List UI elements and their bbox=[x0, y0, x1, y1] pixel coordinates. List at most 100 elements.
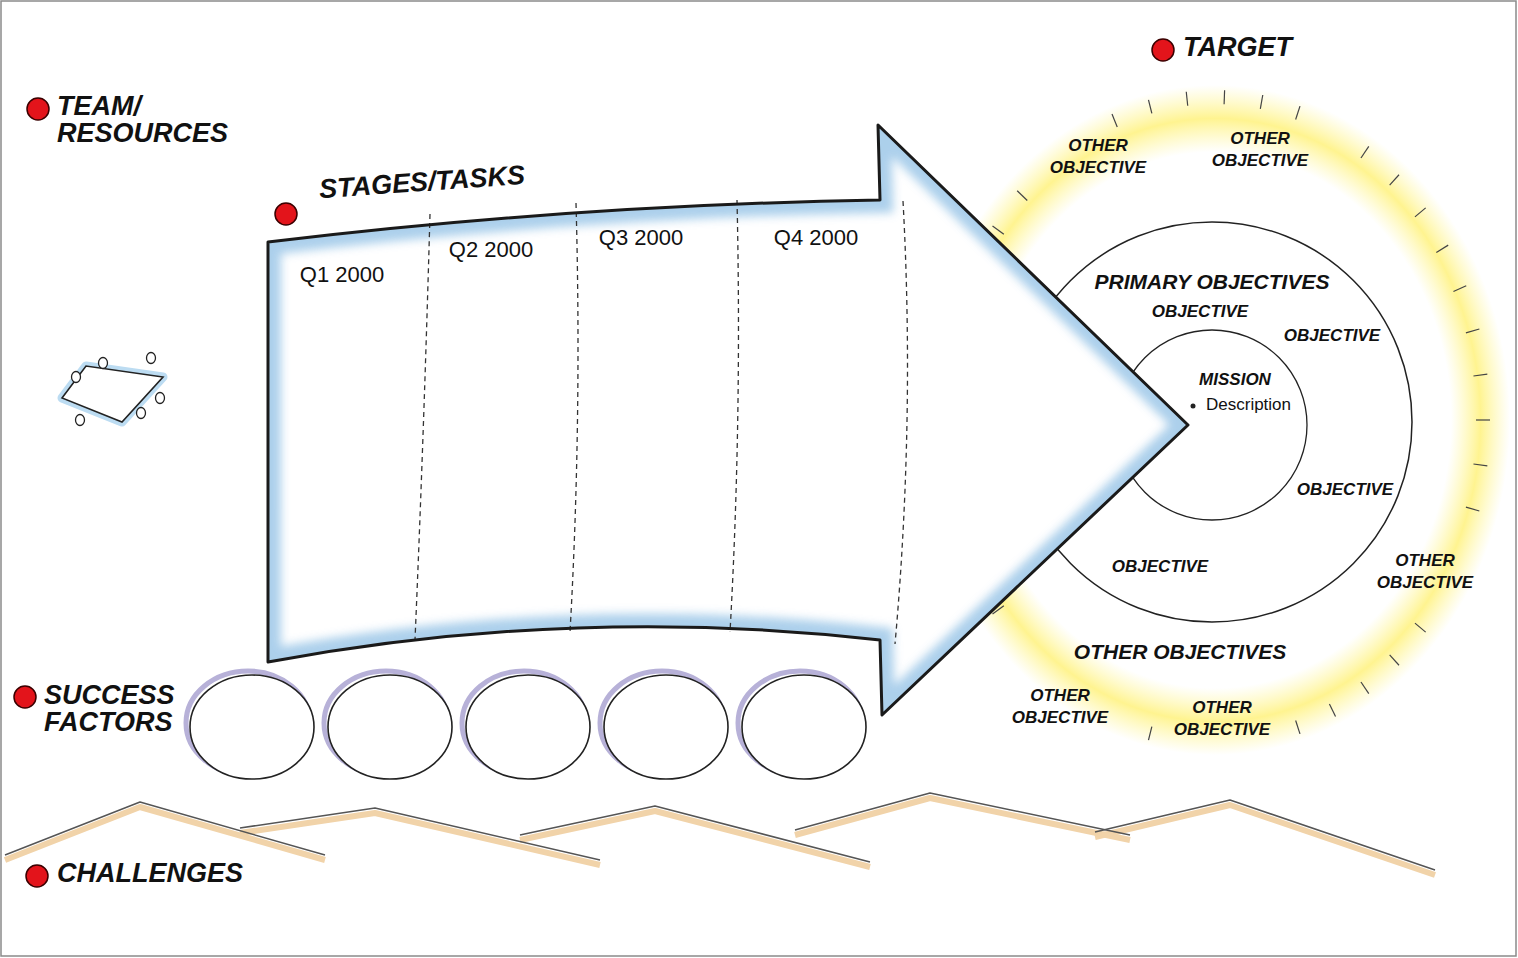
text-holder: OTHER OBJECTIVES bbox=[1030, 640, 1330, 663]
text: STAGES/TASKS bbox=[271, 159, 572, 207]
text-holder: TEAM/ RESOURCES bbox=[57, 93, 247, 147]
chair bbox=[76, 415, 85, 426]
chair bbox=[147, 353, 156, 364]
text: PRIMARY OBJECTIVES bbox=[1062, 270, 1362, 293]
mission-circle-line bbox=[1117, 330, 1307, 520]
tick-mark bbox=[1415, 208, 1426, 217]
outline-group bbox=[920, 85, 1510, 755]
stage-divider bbox=[730, 200, 738, 632]
success-ellipse bbox=[190, 675, 314, 779]
text: OTHER OBJECTIVE bbox=[1195, 128, 1325, 172]
text-holder: Q2 2000 bbox=[426, 237, 556, 263]
tick-mark bbox=[957, 528, 970, 533]
text-holder: SUCCESS FACTORS bbox=[44, 682, 194, 736]
tick-mark bbox=[993, 226, 1004, 234]
text-holder: PRIMARY OBJECTIVES bbox=[1062, 270, 1362, 293]
mountain-shade bbox=[5, 807, 325, 860]
mountain bbox=[795, 793, 1130, 835]
tick-mark bbox=[1473, 464, 1487, 466]
tick-mark bbox=[1148, 727, 1151, 741]
stage-band: Q4 2000 bbox=[735, 200, 885, 640]
tick-mark bbox=[1361, 682, 1369, 694]
success-ellipse bbox=[466, 675, 590, 779]
red-dot bbox=[26, 865, 48, 887]
text: OBJECTIVE bbox=[1095, 556, 1225, 578]
target-glow bbox=[920, 85, 1510, 755]
stage-arrow-outline bbox=[250, 110, 1210, 730]
tick-mark bbox=[1329, 704, 1335, 717]
tick-mark bbox=[946, 351, 960, 354]
team-icon bbox=[62, 353, 165, 426]
tick-mark bbox=[1260, 95, 1262, 109]
text: Q4 2000 bbox=[751, 225, 881, 251]
text: OBJECTIVE bbox=[1267, 325, 1397, 347]
stage-arrow: Q1 2000Q2 2000Q3 2000Q4 2000STAGES/TASKS bbox=[250, 110, 1210, 730]
mountain-shade bbox=[1095, 805, 1435, 875]
text-holder: OBJECTIVE bbox=[1135, 301, 1265, 323]
mountain-shade bbox=[520, 811, 870, 867]
primary-circle-line bbox=[1012, 222, 1412, 622]
text-holder: Q1 2000 bbox=[277, 262, 407, 288]
text-holder: OBJECTIVE bbox=[1267, 325, 1397, 347]
table bbox=[62, 366, 163, 422]
success-ellipse bbox=[742, 675, 866, 779]
tick-mark bbox=[1224, 90, 1226, 104]
tick-mark bbox=[1415, 623, 1426, 632]
tick-mark bbox=[1186, 92, 1187, 106]
stage-divider bbox=[415, 214, 430, 640]
text-holder: OTHER OBJECTIVE bbox=[995, 685, 1125, 729]
text-holder: CHALLENGES bbox=[57, 860, 317, 887]
text: TEAM/ RESOURCES bbox=[57, 93, 247, 147]
text-holder: Description bbox=[1206, 395, 1316, 415]
chair bbox=[156, 393, 165, 404]
text: OBJECTIVE bbox=[1280, 479, 1410, 501]
text-holder: MISSION bbox=[1175, 369, 1295, 391]
bullet-dot bbox=[1191, 404, 1196, 409]
tick-mark bbox=[1390, 655, 1399, 665]
stage-band: Q1 2000 bbox=[270, 215, 430, 635]
text-holder: Q3 2000 bbox=[576, 225, 706, 251]
tick-mark bbox=[1436, 245, 1448, 252]
mountain bbox=[5, 802, 325, 855]
text: OTHER OBJECTIVES bbox=[1030, 640, 1330, 663]
tick-mark bbox=[1390, 175, 1399, 185]
text: OTHER OBJECTIVE bbox=[1360, 550, 1490, 594]
stage-band: Q3 2000 bbox=[578, 200, 735, 635]
chair bbox=[72, 372, 81, 383]
text-holder: OBJECTIVE bbox=[1280, 479, 1410, 501]
mountain bbox=[240, 808, 600, 860]
text: Q1 2000 bbox=[277, 262, 407, 288]
stage-band: Q2 2000 bbox=[430, 205, 578, 635]
tick-mark bbox=[1296, 106, 1300, 119]
tick-mark bbox=[972, 265, 984, 272]
tick-mark bbox=[1296, 721, 1300, 734]
text: OTHER OBJECTIVE bbox=[1157, 697, 1287, 741]
text-holder: OBJECTIVE bbox=[1095, 556, 1225, 578]
tick-mark bbox=[1476, 419, 1490, 420]
tick-mark bbox=[946, 486, 960, 489]
chair bbox=[99, 358, 108, 369]
tick-mark bbox=[1473, 374, 1487, 376]
text: OBJECTIVE bbox=[1135, 301, 1265, 323]
text-holder: STAGES/TASKS bbox=[272, 169, 572, 196]
tick-mark bbox=[1112, 114, 1117, 127]
text-holder: OTHER OBJECTIVE bbox=[1360, 550, 1490, 594]
tick-mark bbox=[972, 568, 984, 575]
red-dot bbox=[14, 686, 36, 708]
tick-mark bbox=[1361, 146, 1369, 158]
text: MISSION bbox=[1175, 369, 1295, 391]
success-ellipse bbox=[328, 675, 452, 779]
red-dot bbox=[275, 203, 297, 225]
mountain bbox=[1095, 800, 1435, 870]
tick-mark bbox=[1466, 329, 1479, 333]
text-holder: OTHER OBJECTIVE bbox=[1195, 128, 1325, 172]
tick-mark bbox=[993, 606, 1004, 614]
text-holder: Q4 2000 bbox=[751, 225, 881, 251]
mountain bbox=[520, 806, 870, 862]
red-dot bbox=[1152, 39, 1174, 61]
red-dot bbox=[27, 98, 49, 120]
tick-mark bbox=[1148, 100, 1151, 114]
chair bbox=[137, 408, 146, 419]
outline-group bbox=[1012, 222, 1412, 622]
